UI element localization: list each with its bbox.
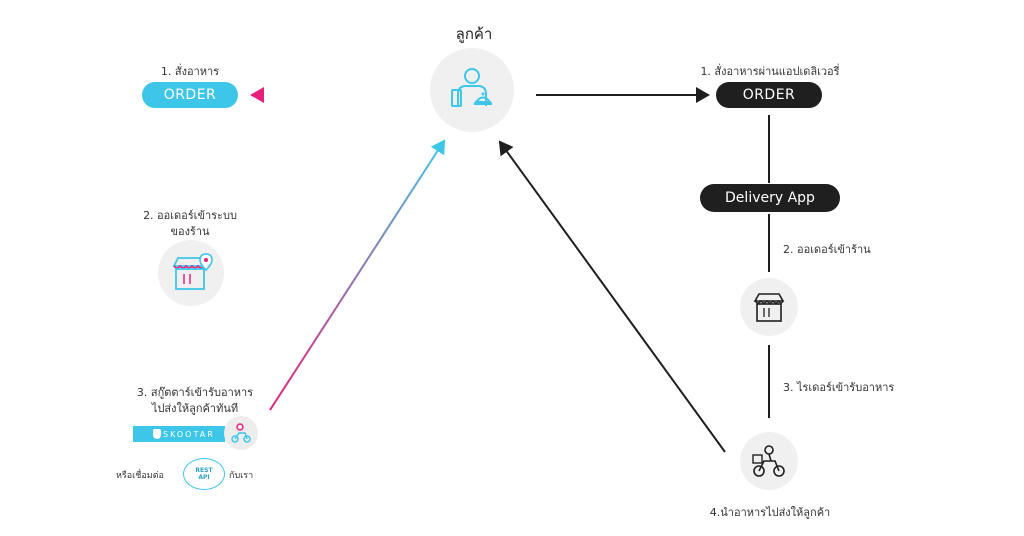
right-rider-circle (740, 432, 798, 490)
left-step3-label-line1: 3. สกู๊ตตาร์เข้ารับอาหาร (136, 386, 254, 399)
skootar-rider-circle (224, 416, 258, 450)
delivery-app-button[interactable]: Delivery App (700, 184, 840, 212)
left-store-circle (158, 240, 224, 306)
left-order-button[interactable]: ORDER (142, 82, 238, 108)
customer-label: ลูกค้า (455, 25, 493, 43)
customer-circle (430, 48, 514, 132)
arrow-skootar-to-customer (269, 139, 446, 411)
store-icon (753, 293, 785, 322)
skootar-brand-text: SKOOTAR (163, 429, 215, 439)
right-order-button[interactable]: ORDER (716, 82, 822, 108)
skootar-logo-icon (153, 429, 161, 439)
right-step2-label: 2. ออเดอร์เข้าร้าน (783, 243, 871, 256)
left-step2-label-line1: 2. ออเดอร์เข้าระบบ (143, 209, 237, 222)
left-step2-label-line2: ของร้าน (170, 225, 210, 238)
left-step1-label: 1. สั่งอาหาร (160, 65, 220, 78)
rest-api-line1: REST (195, 467, 213, 474)
arrow-rider-to-customer (498, 140, 726, 453)
right-step3-label: 3. ไรเดอร์เข้ารับอาหาร (783, 381, 895, 394)
delivery-rider-icon (752, 445, 785, 477)
skootar-banner: SKOOTAR (133, 426, 225, 442)
connect-prefix: หรือเชื่อมต่อ (116, 471, 164, 481)
customer-waiter-icon (451, 68, 493, 107)
left-step3-label-line2: ไปส่งให้ลูกค้าทันที (151, 402, 239, 415)
right-step4-label: 4.นำอาหารไปส่งให้ลูกค้า (709, 506, 831, 519)
connect-suffix: กับเรา (229, 471, 254, 481)
right-store-circle (740, 278, 798, 336)
store-location-icon (172, 253, 213, 290)
right-step1-label: 1. สั่งอาหารผ่านแอปเดลิเวอรี่ (700, 65, 840, 78)
rest-api-badge[interactable]: REST API (183, 458, 225, 490)
rest-api-line2: API (198, 474, 210, 481)
rider-icon (231, 423, 251, 443)
